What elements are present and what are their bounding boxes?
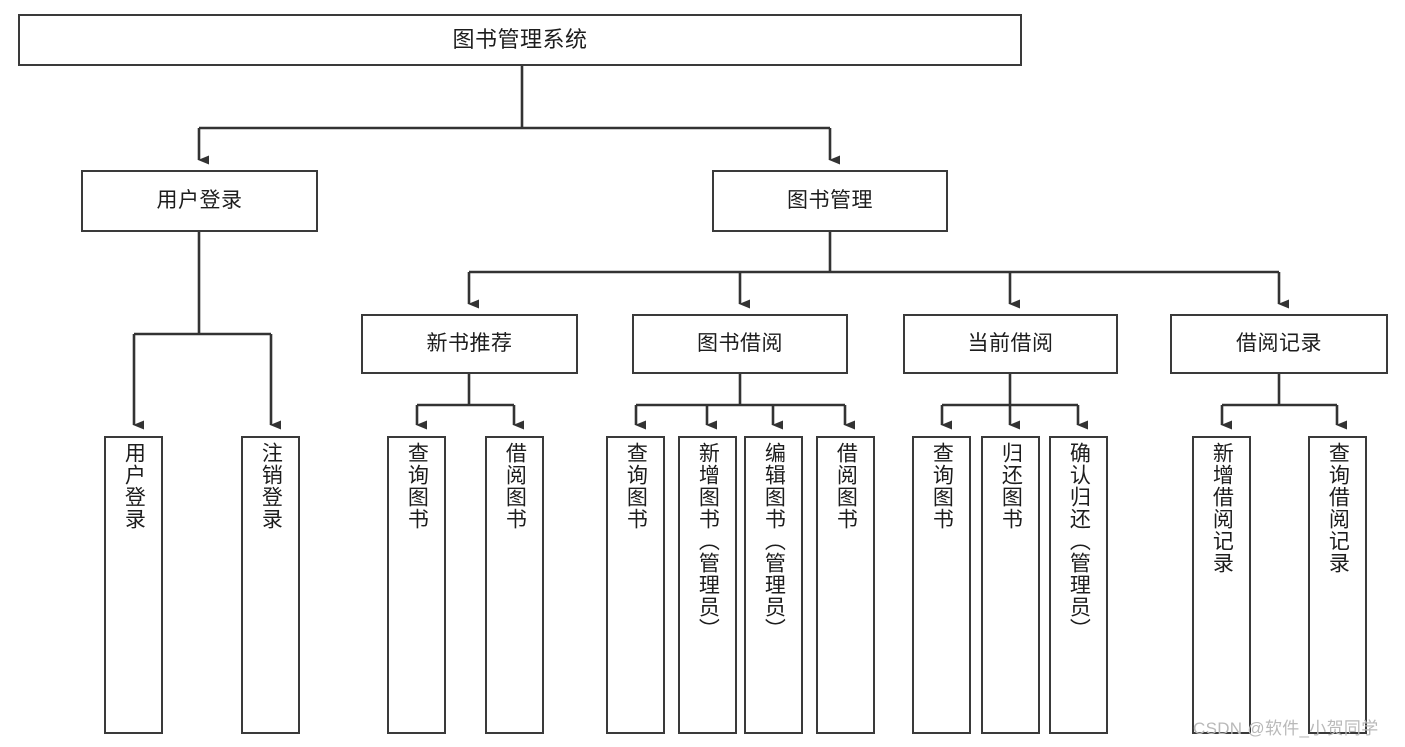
node-leaf-borrow-book-1[interactable]: 借阅图书 [485, 436, 544, 734]
node-leaf-return-book-label: 归还图书 [999, 442, 1023, 530]
node-leaf-user-login-label: 用户登录 [122, 442, 146, 530]
node-leaf-borrow-book-1-label: 借阅图书 [503, 442, 527, 530]
node-leaf-query-book-3[interactable]: 查询图书 [912, 436, 971, 734]
node-leaf-borrow-book-2-label: 借阅图书 [834, 442, 858, 530]
node-leaf-add-book-label: 新增图书（管理员） [696, 442, 720, 640]
node-current-borrow[interactable]: 当前借阅 [903, 314, 1118, 374]
node-leaf-user-login[interactable]: 用户登录 [104, 436, 163, 734]
node-leaf-confirm-return-label: 确认归还（管理员） [1067, 442, 1091, 640]
node-root-label: 图书管理系统 [452, 26, 588, 52]
node-leaf-query-book-1-label: 查询图书 [405, 442, 429, 530]
node-new-book-recommend[interactable]: 新书推荐 [361, 314, 578, 374]
node-leaf-borrow-book-2[interactable]: 借阅图书 [816, 436, 875, 734]
node-leaf-query-book-2-label: 查询图书 [624, 442, 648, 530]
node-borrow-record[interactable]: 借阅记录 [1170, 314, 1388, 374]
node-leaf-query-book-1[interactable]: 查询图书 [387, 436, 446, 734]
node-leaf-return-book[interactable]: 归还图书 [981, 436, 1040, 734]
node-book-borrow-label: 图书借阅 [697, 332, 783, 356]
node-borrow-record-label: 借阅记录 [1236, 332, 1322, 356]
watermark-text: CSDN @软件_小贺同学 [1193, 719, 1379, 738]
node-user-login[interactable]: 用户登录 [81, 170, 318, 232]
node-book-borrow[interactable]: 图书借阅 [632, 314, 848, 374]
node-book-management-label: 图书管理 [787, 189, 873, 213]
node-leaf-logout-label: 注销登录 [259, 442, 283, 530]
node-leaf-edit-book-label: 编辑图书（管理员） [762, 442, 786, 640]
node-leaf-logout[interactable]: 注销登录 [241, 436, 300, 734]
node-new-book-recommend-label: 新书推荐 [426, 332, 513, 356]
node-leaf-edit-book[interactable]: 编辑图书（管理员） [744, 436, 803, 734]
node-user-login-label: 用户登录 [156, 189, 243, 213]
node-leaf-query-record[interactable]: 查询借阅记录 [1308, 436, 1367, 734]
node-leaf-query-book-3-label: 查询图书 [930, 442, 954, 530]
node-leaf-add-book[interactable]: 新增图书（管理员） [678, 436, 737, 734]
node-leaf-confirm-return[interactable]: 确认归还（管理员） [1049, 436, 1108, 734]
node-leaf-add-record[interactable]: 新增借阅记录 [1192, 436, 1251, 734]
node-book-management[interactable]: 图书管理 [712, 170, 948, 232]
node-root[interactable]: 图书管理系统 [18, 14, 1022, 66]
node-leaf-add-record-label: 新增借阅记录 [1210, 442, 1234, 574]
node-leaf-query-record-label: 查询借阅记录 [1326, 442, 1350, 574]
node-current-borrow-label: 当前借阅 [967, 332, 1054, 356]
node-leaf-query-book-2[interactable]: 查询图书 [606, 436, 665, 734]
